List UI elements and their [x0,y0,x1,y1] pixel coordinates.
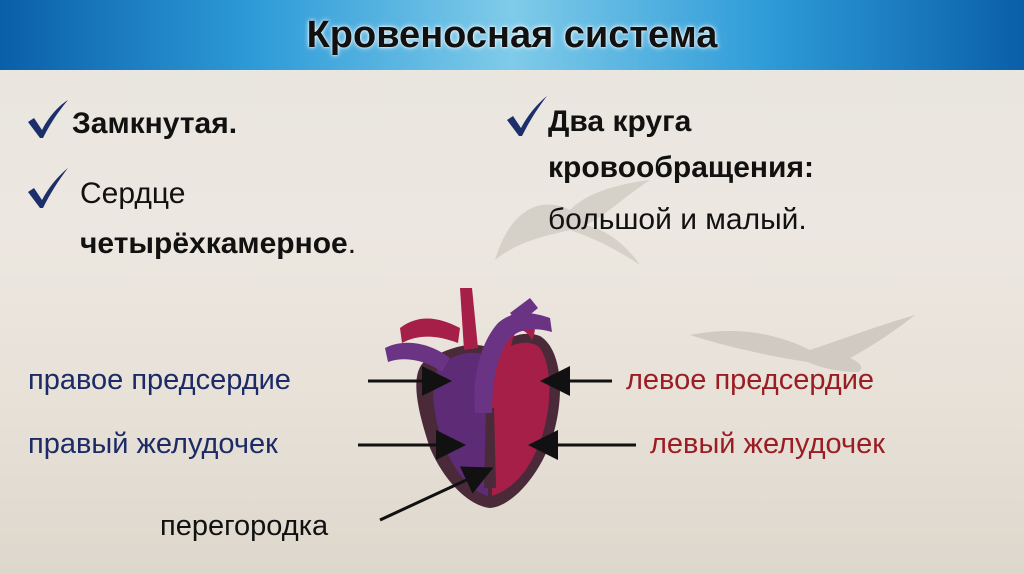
page-title: Кровеносная система [306,13,718,56]
label-right-ventricle: правый желудочек [28,428,278,460]
pulmonary-artery [474,313,552,413]
checkmark-icon [28,168,68,208]
point-circulation: Два круга кровообращения: большой и малы… [548,105,814,236]
label-left-atrium: левое предсердие [626,364,875,396]
heart-diagram [385,288,560,508]
label-septum: перегородка [160,510,329,542]
point-heart: Сердце четырёхкамерное. [80,177,357,260]
arrow-septum [379,466,494,522]
seagull-image [495,180,650,265]
point-closed: Замкнутая. [72,107,238,140]
title-bar: Кровеносная система [0,0,1024,70]
label-right-atrium: правое предсердие [28,364,291,396]
checkmark-icon [507,96,547,136]
seagull-image [690,315,915,372]
checkmark-icon [28,100,68,138]
label-left-ventricle: левый желудочек [650,428,885,460]
